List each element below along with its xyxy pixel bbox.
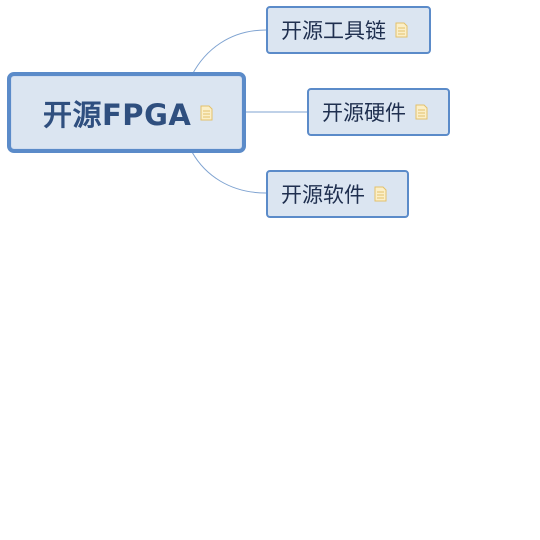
topic-label: 开源硬件 — [322, 101, 406, 125]
connector-to-toolchain — [191, 29, 267, 76]
topic-software[interactable]: 开源软件 — [266, 170, 409, 218]
note-icon[interactable] — [374, 186, 387, 202]
topic-toolchain[interactable]: 开源工具链 — [266, 6, 431, 54]
topic-label: 开源软件 — [281, 183, 365, 207]
note-icon[interactable] — [415, 104, 428, 120]
connector-to-software — [191, 151, 267, 194]
central-topic[interactable]: 开源FPGA — [7, 72, 246, 153]
topic-hardware[interactable]: 开源硬件 — [307, 88, 450, 136]
note-icon[interactable] — [395, 22, 408, 38]
central-topic-label: 开源FPGA — [43, 97, 192, 132]
note-icon[interactable] — [200, 105, 213, 121]
topic-label: 开源工具链 — [281, 19, 386, 43]
